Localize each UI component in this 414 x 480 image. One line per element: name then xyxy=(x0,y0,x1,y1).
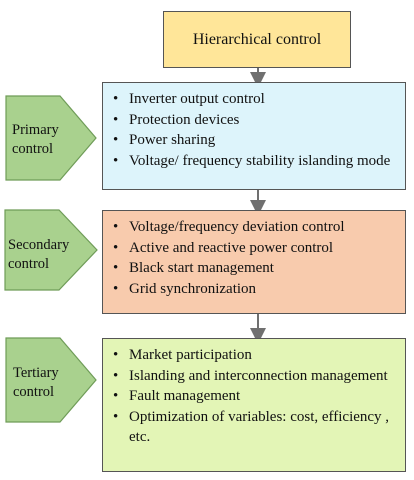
tertiary-items-list: Market participation Islanding and inter… xyxy=(103,339,405,448)
primary-label-line2: control xyxy=(12,141,54,157)
primary-control-box: Inverter output control Protection devic… xyxy=(102,82,406,190)
secondary-control-box: Voltage/frequency deviation control Acti… xyxy=(102,210,406,314)
tertiary-control-box: Market participation Islanding and inter… xyxy=(102,338,406,472)
primary-items-list: Inverter output control Protection devic… xyxy=(103,83,405,171)
secondary-items-list: Voltage/frequency deviation control Acti… xyxy=(103,211,405,299)
diagram-title: Hierarchical control xyxy=(192,30,322,48)
list-item: Inverter output control xyxy=(113,89,399,110)
title-box: Hierarchical control xyxy=(163,11,351,68)
primary-level-pentagon xyxy=(5,95,97,181)
secondary-label-line1: Secondary xyxy=(8,237,70,253)
list-item: Optimization of variables: cost, efficie… xyxy=(113,407,399,448)
tertiary-level-pentagon xyxy=(5,337,97,423)
list-item: Fault management xyxy=(113,386,399,407)
list-item: Active and reactive power control xyxy=(113,238,399,259)
secondary-control-label: Secondary control xyxy=(8,236,69,274)
tertiary-label-line1: Tertiary xyxy=(13,365,59,381)
list-item: Voltage/frequency deviation control xyxy=(113,217,399,238)
list-item: Black start management xyxy=(113,258,399,279)
list-item: Protection devices xyxy=(113,110,399,131)
tertiary-label-line2: control xyxy=(13,384,55,400)
tertiary-control-label: Tertiary control xyxy=(13,364,59,402)
list-item: Grid synchronization xyxy=(113,279,399,300)
secondary-level-pentagon xyxy=(4,209,98,291)
list-item: Power sharing xyxy=(113,130,399,151)
secondary-label-line2: control xyxy=(8,256,50,272)
list-item: Market participation xyxy=(113,345,399,366)
primary-control-label: Primary control xyxy=(12,121,59,159)
list-item: Voltage/ frequency stability islanding m… xyxy=(113,151,399,172)
primary-label-line1: Primary xyxy=(12,122,59,138)
list-item: Islanding and interconnection management xyxy=(113,366,399,387)
